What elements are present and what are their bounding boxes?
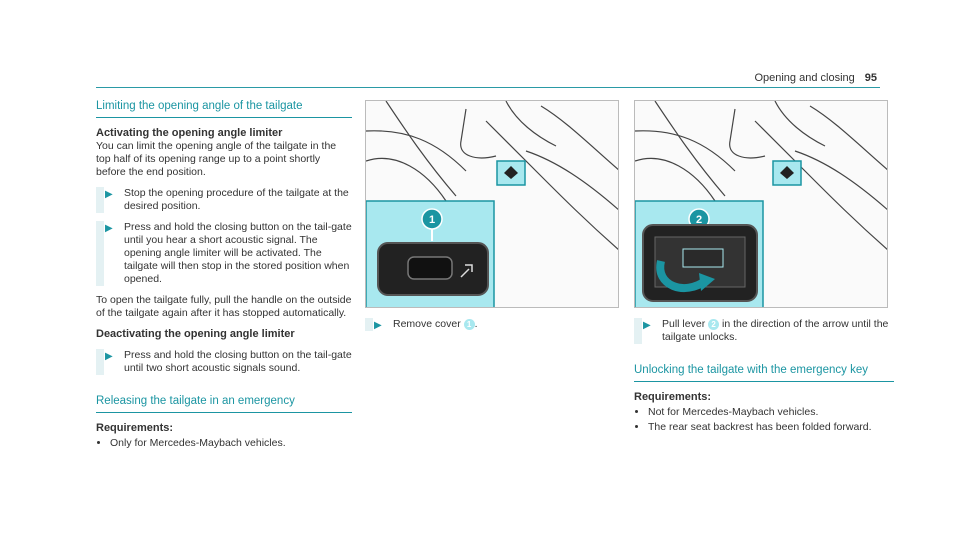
- intro-text: You can limit the opening angle of the t…: [96, 140, 337, 178]
- page-number: 95: [864, 72, 877, 84]
- step-press-hold: ▶ Press and hold the closing button on t…: [96, 221, 352, 286]
- step-stop: ▶ Stop the opening procedure of the tail…: [96, 187, 352, 213]
- figure-callout-1: 1: [429, 214, 435, 226]
- step-bar: [634, 318, 642, 344]
- requirement-item: Not for Mercedes-Maybach vehicles.: [648, 406, 894, 419]
- step-bar: [96, 187, 104, 213]
- requirements-list: Only for Mercedes-Maybach vehicles.: [96, 437, 352, 450]
- step-arrow-icon: ▶: [105, 189, 113, 200]
- callout-badge-1: 1: [463, 318, 475, 330]
- step-arrow-icon: ▶: [105, 351, 113, 362]
- step-text-end: in the direction of the arrow until the …: [662, 318, 889, 343]
- step-text: Stop the opening procedure of the tailga…: [124, 187, 349, 212]
- step-arrow-icon: ▶: [374, 320, 382, 331]
- open-note: To open the tailgate fully, pull the han…: [96, 294, 352, 319]
- header-section: Opening and closing: [754, 72, 855, 84]
- requirements-label: Requirements:: [634, 391, 712, 403]
- step-pull-lever: ▶ Pull lever 2 in the direction of the a…: [634, 318, 894, 344]
- step-deactivate: ▶ Press and hold the closing button on t…: [96, 349, 352, 375]
- callout-badge-2: 2: [708, 318, 720, 330]
- step-text: Press and hold the closing button on the…: [124, 349, 352, 374]
- step-bar: [96, 349, 104, 375]
- illustration-pull-lever: 2: [634, 100, 888, 308]
- subheading-deactivating: Deactivating the opening angle limiter: [96, 328, 295, 340]
- requirement-item: The rear seat backrest has been folded f…: [648, 421, 894, 434]
- section-title-unlocking: Unlocking the tailgate with the emergenc…: [634, 364, 894, 382]
- step-bar: [365, 318, 373, 331]
- step-arrow-icon: ▶: [643, 320, 651, 331]
- column-1: Limiting the opening angle of the tailga…: [96, 100, 352, 452]
- step-bar: [96, 221, 104, 286]
- running-header: Opening and closing 95: [754, 72, 877, 84]
- section-title-limiting: Limiting the opening angle of the tailga…: [96, 100, 352, 118]
- step-remove-cover: ▶ Remove cover 1.: [365, 318, 621, 331]
- figure-callout-2: 2: [696, 214, 702, 226]
- step-text-end: .: [474, 318, 478, 330]
- step-text: Remove cover: [393, 318, 461, 330]
- column-3: 2 ▶ Pull lever 2 in the direction of the…: [634, 100, 894, 436]
- header-rule: [96, 87, 880, 88]
- step-arrow-icon: ▶: [105, 223, 113, 234]
- illustration-remove-cover: 1: [365, 100, 619, 308]
- requirement-item: Only for Mercedes-Maybach vehicles.: [110, 437, 352, 450]
- step-text: Press and hold the closing button on the…: [124, 221, 352, 285]
- subheading-activating: Activating the opening angle limiter: [96, 127, 283, 139]
- section-title-releasing: Releasing the tailgate in an emergency: [96, 395, 352, 413]
- column-2: 1 ▶ Remove cover 1.: [365, 100, 621, 339]
- requirements-list: Not for Mercedes-Maybach vehicles. The r…: [634, 406, 894, 434]
- requirements-label: Requirements:: [96, 422, 174, 434]
- step-text: Pull lever: [662, 318, 706, 330]
